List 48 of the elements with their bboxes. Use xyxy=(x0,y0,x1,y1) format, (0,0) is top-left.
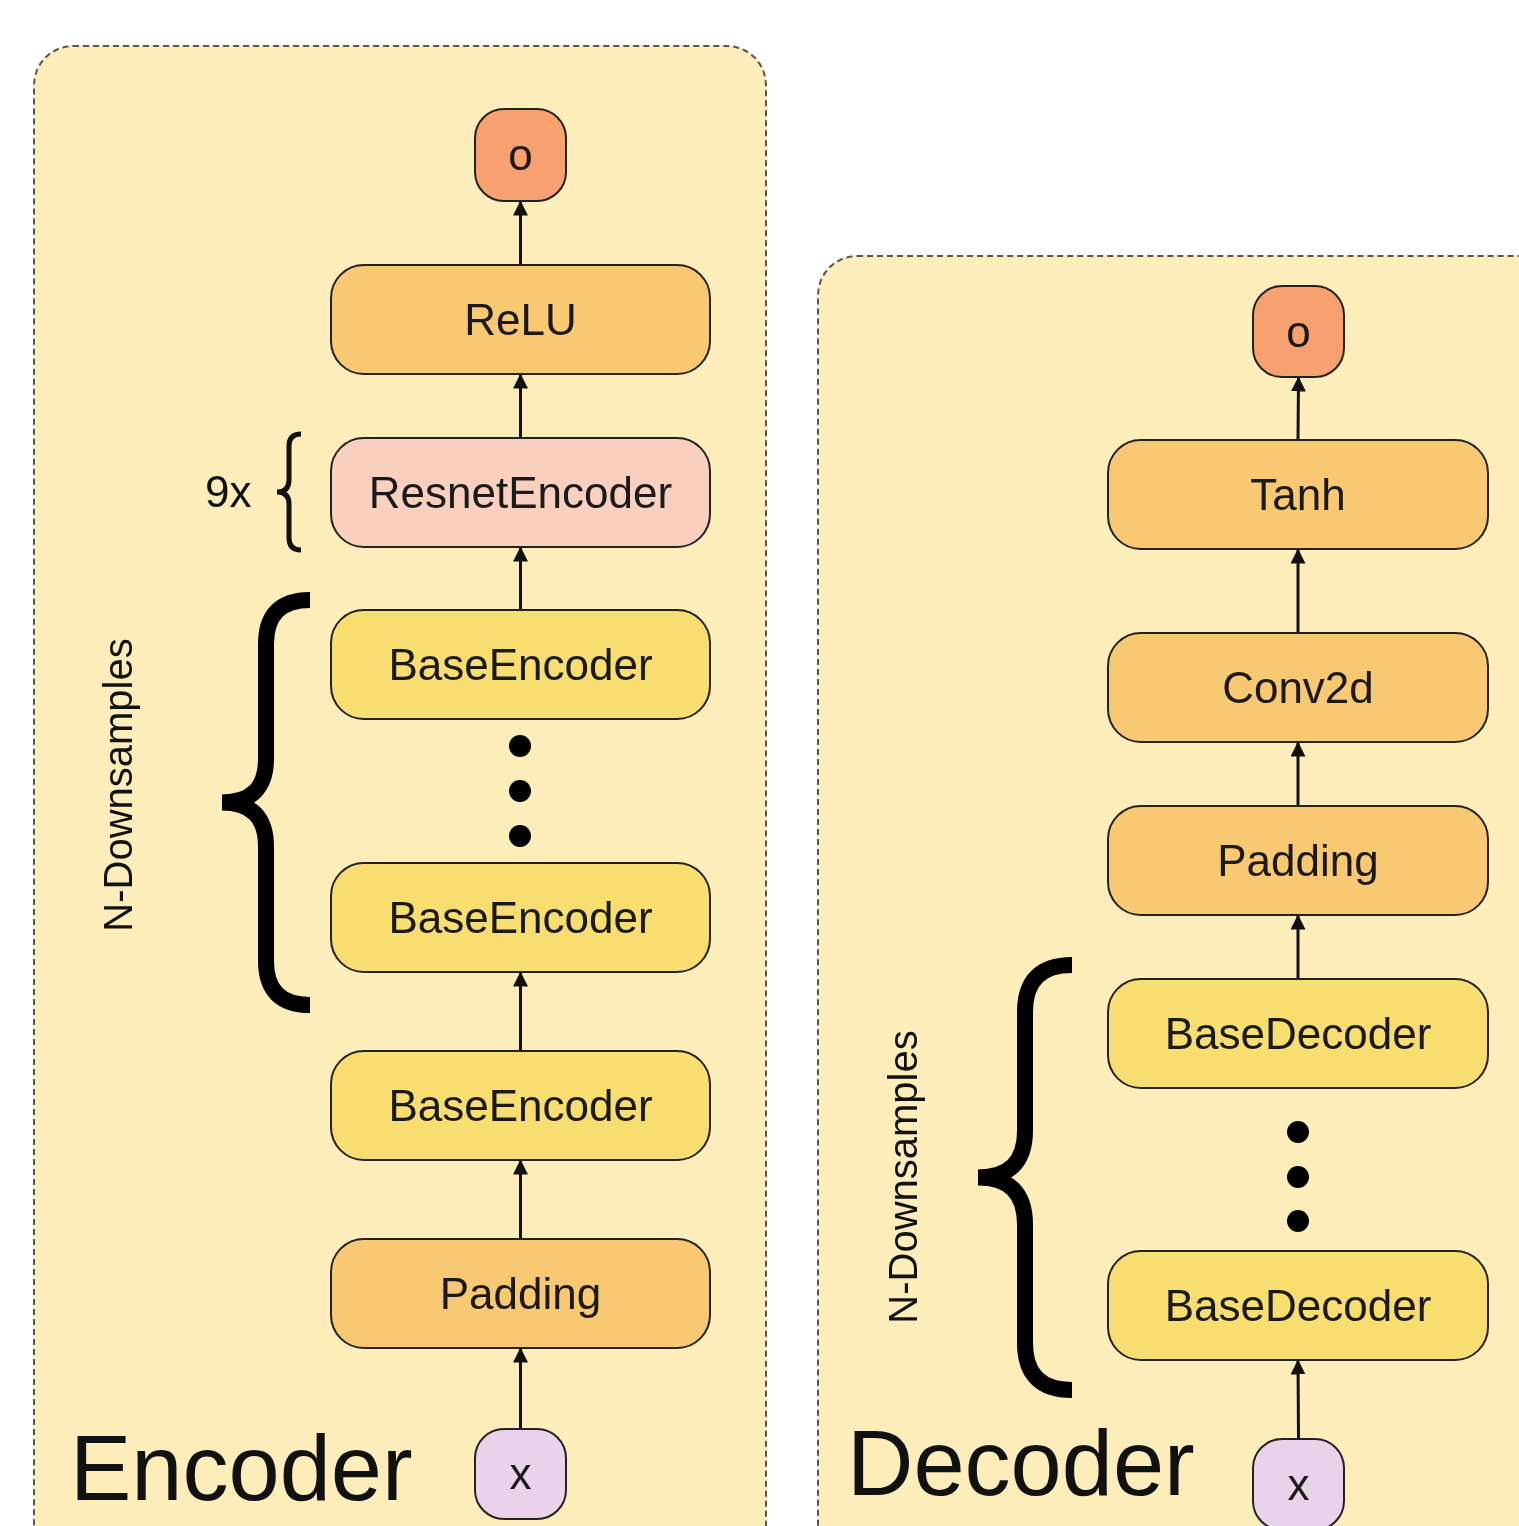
layer-box xyxy=(1107,632,1489,743)
layer-box xyxy=(330,1238,711,1349)
node-label: BaseDecoder xyxy=(1164,1280,1432,1331)
io-node xyxy=(1252,285,1345,378)
vertical-label: N-Downsamples xyxy=(883,1030,923,1324)
group-panel xyxy=(33,45,767,1526)
arrow xyxy=(1290,741,1306,805)
node-label: BaseEncoder xyxy=(388,639,653,690)
panel-title: Encoder xyxy=(70,1422,413,1514)
layer-box xyxy=(1107,805,1489,916)
arrow xyxy=(513,971,528,1050)
layer-box xyxy=(330,1050,711,1161)
layer-box xyxy=(330,264,711,375)
vertical-label: N-Downsamples xyxy=(98,638,138,932)
io-node xyxy=(1252,1438,1345,1526)
layer-box xyxy=(330,437,711,548)
arrow xyxy=(1290,1359,1306,1438)
arrow xyxy=(1290,376,1306,439)
io-node xyxy=(474,108,567,202)
node-label: BaseEncoder xyxy=(388,892,653,943)
layer-box xyxy=(1107,439,1489,550)
node-label: Tanh xyxy=(1250,469,1346,520)
arrow xyxy=(513,373,528,437)
panel-title: Decoder xyxy=(847,1417,1195,1509)
node-label: o xyxy=(508,130,533,180)
arrow xyxy=(1290,548,1306,632)
repeat-count: 9x xyxy=(205,470,252,514)
node-label: BaseEncoder xyxy=(388,1080,653,1131)
node-label: Padding xyxy=(1217,835,1379,886)
arrow xyxy=(513,1159,528,1238)
node-label: o xyxy=(1286,306,1311,357)
layer-box xyxy=(1107,1250,1489,1361)
node-label: Padding xyxy=(439,1268,602,1319)
arrow xyxy=(1290,914,1306,978)
io-node xyxy=(474,1428,567,1520)
node-label: Conv2d xyxy=(1222,662,1374,713)
arrow xyxy=(513,546,528,609)
node-label: BaseDecoder xyxy=(1164,1008,1432,1059)
layer-box xyxy=(330,862,711,973)
node-label: x xyxy=(1287,1459,1310,1510)
node-label: ResnetEncoder xyxy=(368,467,673,518)
group-panel xyxy=(817,255,1519,1526)
arrow xyxy=(513,200,528,264)
node-label: ReLU xyxy=(464,294,577,345)
node-label: x xyxy=(509,1449,532,1499)
layer-box xyxy=(1107,978,1489,1089)
layer-box xyxy=(330,609,711,720)
arrow xyxy=(513,1347,528,1428)
